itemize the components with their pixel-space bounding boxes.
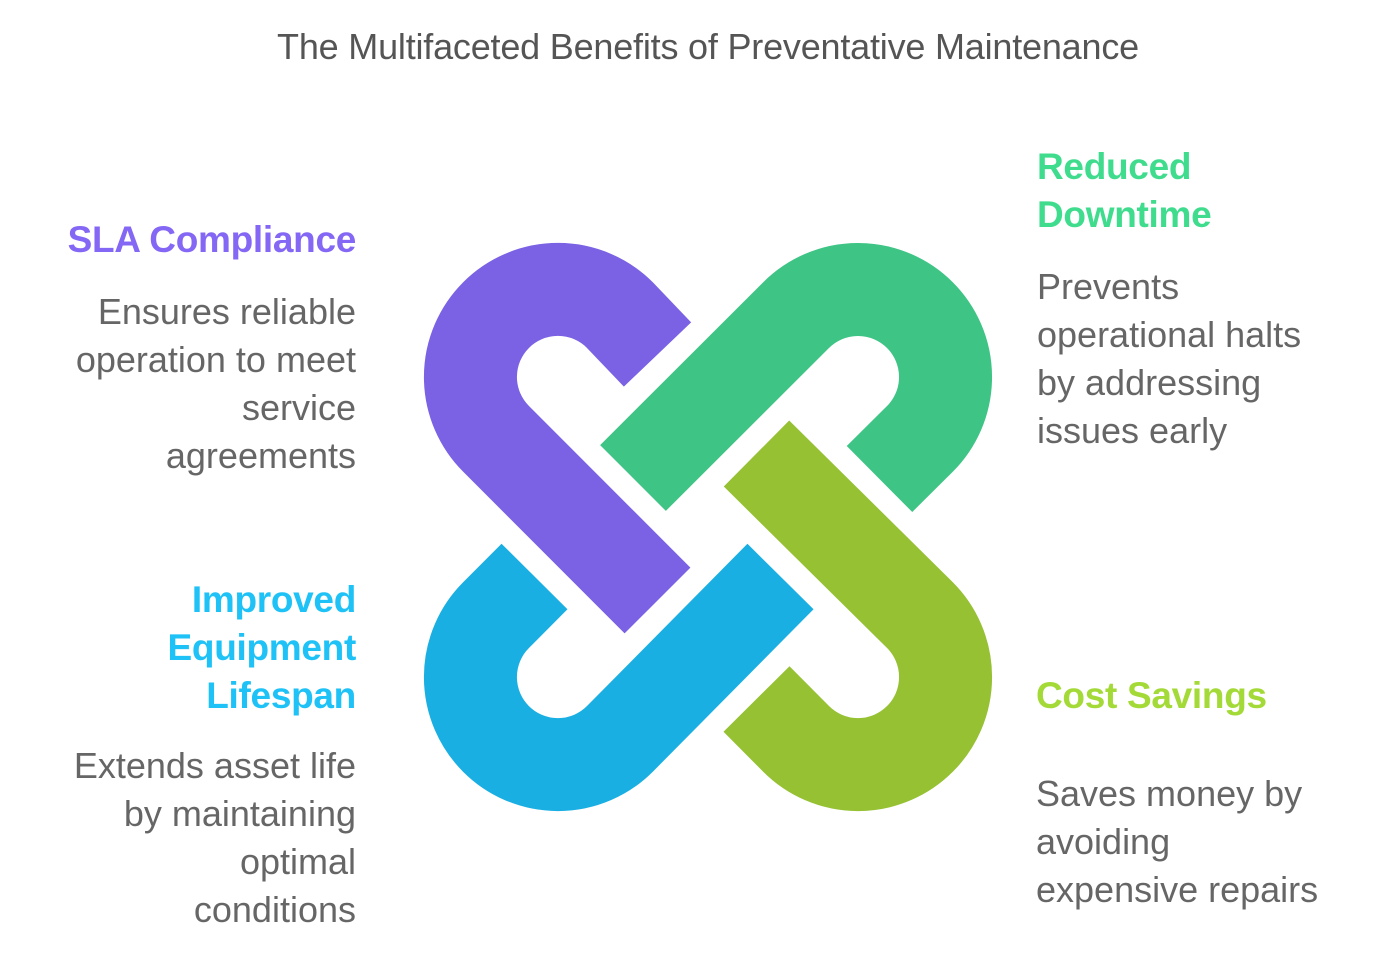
- description-line: Ensures reliable: [97, 291, 356, 332]
- benefit-sla-compliance: SLA Compliance Ensures reliable operatio…: [20, 216, 357, 480]
- benefit-description: Extends asset life by maintaining optima…: [20, 742, 356, 934]
- benefit-heading: Reduced Downtime: [1037, 143, 1377, 239]
- description-line: service: [241, 387, 356, 428]
- heading-line: Improved: [191, 579, 356, 620]
- description-line: issues early: [1037, 410, 1228, 451]
- description-line: optimal: [239, 841, 356, 882]
- description-line: operational halts: [1037, 314, 1302, 355]
- benefit-heading: Improved Equipment Lifespan: [20, 576, 357, 720]
- description-line: Prevents: [1037, 266, 1180, 307]
- description-line: agreements: [165, 435, 356, 476]
- benefit-reduced-downtime: Reduced Downtime Prevents operational ha…: [1037, 143, 1377, 455]
- benefit-heading: Cost Savings: [1036, 675, 1267, 716]
- benefit-description: Prevents operational halts by addressing…: [1037, 263, 1377, 455]
- heading-line: Reduced: [1037, 146, 1192, 187]
- description-line: Saves money by: [1036, 773, 1303, 814]
- benefit-description: Ensures reliable operation to meet servi…: [20, 288, 356, 480]
- description-line: by addressing: [1037, 362, 1262, 403]
- benefit-description: Saves money by avoiding expensive repair…: [1036, 770, 1376, 914]
- benefit-cost-savings: Cost Savings Saves money by avoiding exp…: [1036, 672, 1376, 914]
- blue-loop-band: [424, 543, 814, 811]
- description-line: Extends asset life: [73, 745, 356, 786]
- benefit-improved-equipment-lifespan: Improved Equipment Lifespan Extends asse…: [20, 576, 356, 934]
- heading-line: Equipment: [167, 627, 357, 668]
- description-line: expensive repairs: [1036, 869, 1319, 910]
- description-line: operation to meet: [75, 339, 356, 380]
- benefit-heading: SLA Compliance: [67, 219, 357, 260]
- lime-loop-band: [723, 420, 992, 811]
- description-line: conditions: [193, 889, 356, 930]
- green-loop-band: [600, 243, 992, 513]
- purple-loop-band: [424, 243, 692, 634]
- heading-line: Lifespan: [206, 675, 356, 716]
- description-line: avoiding: [1036, 821, 1171, 862]
- heading-line: Downtime: [1037, 194, 1212, 235]
- description-line: by maintaining: [123, 793, 356, 834]
- diagram-title: The Multifaceted Benefits of Preventativ…: [277, 26, 1139, 67]
